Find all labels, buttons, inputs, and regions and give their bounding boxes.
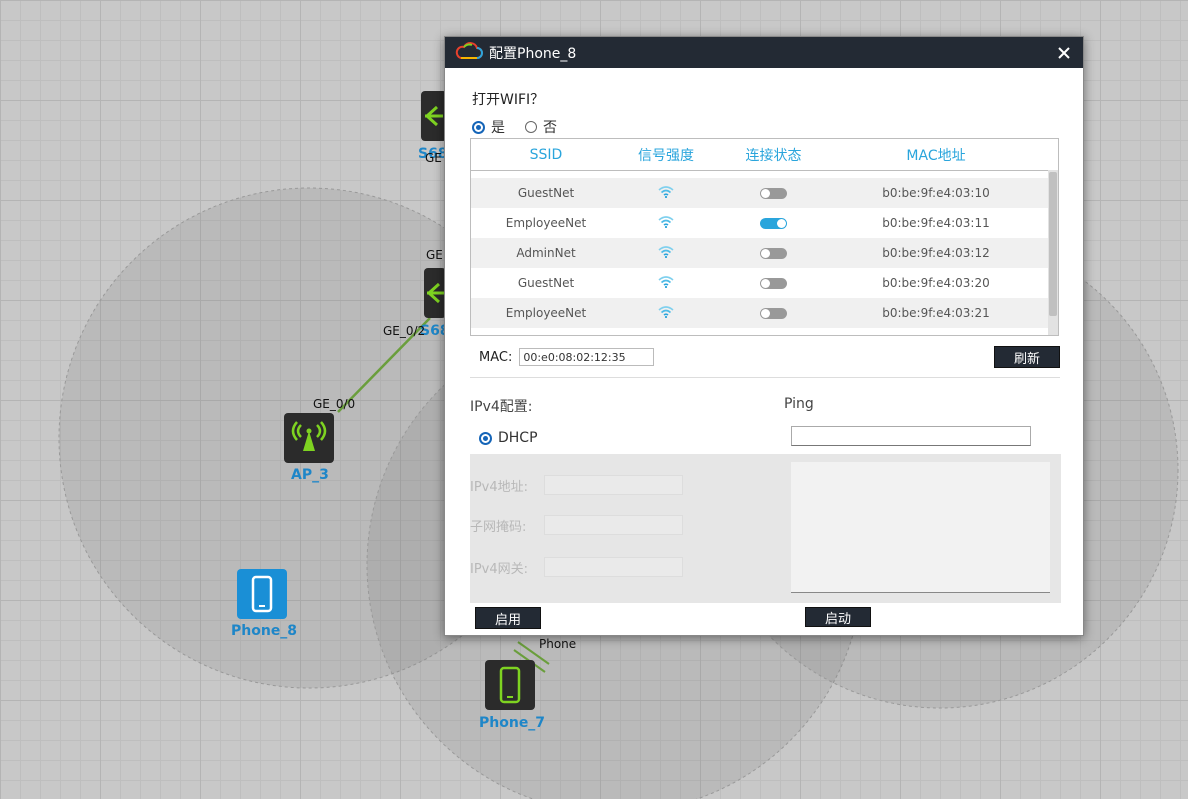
- wifi-signal-icon: [621, 245, 711, 261]
- ipv4-address-label: IPv4地址:: [470, 480, 529, 495]
- wifi-table-row[interactable]: GuestNet b0:be:9f:e4:03:10: [471, 178, 1049, 208]
- wifi-signal-icon: [621, 215, 711, 231]
- dhcp-label: DHCP: [498, 430, 538, 446]
- wifi-toggle-group: 是 否: [472, 117, 577, 137]
- scrollbar-thumb[interactable]: [1049, 172, 1057, 316]
- device-label-phone: Phone_8: [231, 623, 298, 639]
- wifi-signal-icon: [621, 305, 711, 321]
- wifi-table-row[interactable]: EmployeeNet b0:be:9f:e4:03:11: [471, 208, 1049, 238]
- phone-icon[interactable]: [485, 660, 535, 710]
- dialog-titlebar[interactable]: 配置Phone_8: [445, 37, 1083, 68]
- mac-label: MAC:: [479, 349, 513, 365]
- dialog-title: 配置Phone_8: [489, 45, 577, 62]
- port-label: Phone: [539, 637, 577, 651]
- ping-output: [791, 462, 1050, 593]
- connection-toggle-cell: [711, 186, 836, 200]
- device-label-ap: AP_3: [291, 467, 329, 483]
- port-label: GE_0/2: [383, 324, 426, 338]
- wifi-table-row[interactable]: EmployeeNet b0:be:9f:e4:03:21: [471, 298, 1049, 328]
- ssid-cell: GuestNet: [517, 186, 575, 200]
- wifi-yes-label: 是: [491, 120, 505, 136]
- close-icon[interactable]: [1045, 37, 1083, 68]
- wifi-table-header: SSID 信号强度 连接状态 MAC地址: [471, 139, 1058, 171]
- mac-cell: b0:be:9f:e4:03:21: [882, 306, 990, 320]
- device-label-switch: S68: [420, 323, 450, 339]
- mac-input[interactable]: [519, 348, 655, 366]
- connection-toggle[interactable]: [760, 188, 787, 199]
- config-dialog: 配置Phone_8 打开WIFI？ 是 否 SSID 信号强度 连接状态 MAC…: [444, 36, 1084, 636]
- refresh-button[interactable]: 刷新: [994, 346, 1060, 368]
- mac-cell: b0:be:9f:e4:03:20: [882, 276, 990, 290]
- divider: [470, 377, 1060, 378]
- mac-row: MAC:: [479, 348, 655, 366]
- connection-toggle-cell: [711, 276, 836, 290]
- switch-icon[interactable]: [424, 268, 446, 318]
- ssid-cell: AdminNet: [516, 246, 576, 260]
- connection-toggle[interactable]: [760, 308, 787, 319]
- wifi-table-scrollbar[interactable]: [1048, 170, 1058, 335]
- ipv4-config-label: IPv4配置:: [470, 399, 533, 415]
- cloud-icon: [455, 41, 483, 64]
- port-label: GE: [426, 248, 443, 262]
- dhcp-radio[interactable]: [479, 431, 492, 445]
- apply-button[interactable]: 启用: [475, 607, 541, 629]
- ssid-cell: EmployeeNet: [505, 216, 587, 230]
- wifi-yes-radio[interactable]: [472, 120, 485, 134]
- ssid-cell: EmployeeNet: [505, 306, 587, 320]
- wifi-no-radio[interactable]: [525, 121, 537, 133]
- network-link: [337, 317, 431, 413]
- device-label-phone: Phone_7: [479, 715, 546, 731]
- ap-icon[interactable]: [284, 413, 334, 463]
- subnet-mask-label: 子网掩码:: [470, 520, 527, 535]
- wireless-link: [517, 641, 550, 665]
- col-header-ssid: SSID: [529, 146, 563, 163]
- subnet-mask-input: [544, 515, 683, 535]
- col-header-status: 连接状态: [745, 147, 802, 164]
- device-label-switch: S68: [418, 146, 448, 162]
- phone-icon[interactable]: [237, 569, 287, 619]
- wifi-signal-icon: [621, 185, 711, 201]
- connection-toggle[interactable]: [760, 248, 787, 259]
- wifi-table-row[interactable]: GuestNet b0:be:9f:e4:03:20: [471, 268, 1049, 298]
- col-header-signal: 信号强度: [638, 147, 694, 164]
- connection-toggle[interactable]: [760, 278, 787, 289]
- connection-toggle-cell: [711, 306, 836, 320]
- connection-toggle-cell: [711, 246, 836, 260]
- dhcp-option: DHCP: [479, 430, 538, 446]
- wifi-signal-icon: [621, 275, 711, 291]
- ssid-cell: GuestNet: [517, 276, 575, 290]
- connection-toggle-cell: [711, 216, 836, 230]
- port-label: GE: [425, 151, 442, 165]
- wifi-table-row[interactable]: AdminNet b0:be:9f:e4:03:12: [471, 238, 1049, 268]
- wifi-table: SSID 信号强度 连接状态 MAC地址 GuestNet b0:be:9f:e4…: [470, 138, 1059, 336]
- ping-label: Ping: [784, 396, 814, 412]
- col-header-mac: MAC地址: [906, 147, 966, 164]
- gateway-label: IPv4网关:: [470, 562, 529, 577]
- ipv4-address-input: [544, 475, 683, 495]
- mac-cell: b0:be:9f:e4:03:12: [882, 246, 990, 260]
- mac-cell: b0:be:9f:e4:03:11: [882, 216, 990, 230]
- switch-icon[interactable]: [421, 91, 447, 141]
- start-ping-button[interactable]: 启动: [805, 607, 871, 627]
- wifi-no-label: 否: [543, 120, 557, 136]
- ping-input[interactable]: [791, 426, 1031, 446]
- connection-toggle[interactable]: [760, 218, 787, 229]
- wifi-question: 打开WIFI？: [472, 92, 545, 108]
- gateway-input: [544, 557, 683, 577]
- mac-cell: b0:be:9f:e4:03:10: [882, 186, 990, 200]
- port-label: GE_0/0: [313, 397, 356, 411]
